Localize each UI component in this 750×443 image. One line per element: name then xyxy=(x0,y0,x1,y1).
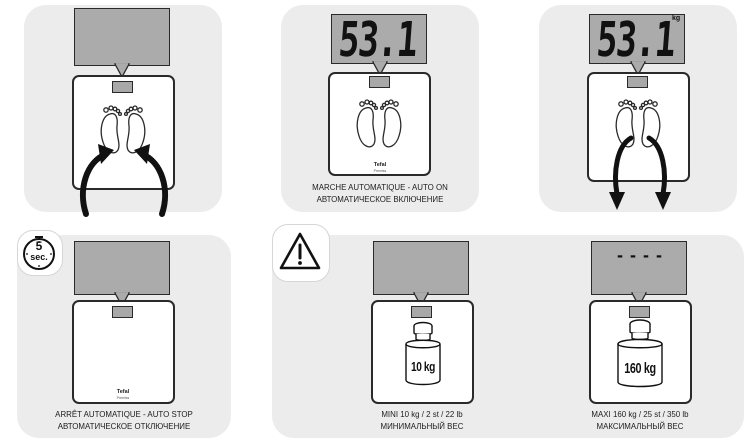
timer-value: 5 xyxy=(31,240,47,252)
caption-line-2: АВТОМАТИЧЕСКОЕ ОТКЛЮЧЕНИЕ xyxy=(26,420,223,432)
step-on-arrows-icon xyxy=(76,142,172,214)
scale-window xyxy=(112,306,133,318)
caption-line-1: MAXI 160 kg / 25 st / 350 lb xyxy=(548,408,732,420)
scale-window xyxy=(629,306,650,318)
timer-unit: sec. xyxy=(27,252,51,262)
scale-window xyxy=(411,306,432,318)
caption-auto-on: MARCHE AUTOMATIQUE - AUTO ON АВТОМАТИЧЕС… xyxy=(289,181,471,205)
calibration-weight-icon xyxy=(400,320,446,388)
caption-line-1: MARCHE AUTOMATIQUE - AUTO ON xyxy=(289,181,471,193)
step-off-arrows-icon xyxy=(605,132,675,212)
caption-auto-stop: ARRÊT AUTOMATIQUE - AUTO STOP АВТОМАТИЧЕ… xyxy=(26,408,223,432)
caption-line-1: ARRÊT AUTOMATIQUE - AUTO STOP xyxy=(26,408,223,420)
caption-line-2: АВТОМАТИЧЕСКОЕ ВКЛЮЧЕНИЕ xyxy=(289,193,471,205)
scale-display xyxy=(373,241,469,295)
display-reading: 53.1 xyxy=(337,12,419,68)
caption-line-2: МАКСИМАЛЬНЫЙ ВЕС xyxy=(548,420,732,432)
caption-line-2: МИНИМАЛЬНЫЙ ВЕС xyxy=(330,420,514,432)
caption-max: MAXI 160 kg / 25 st / 350 lb МАКСИМАЛЬНЫ… xyxy=(548,408,732,432)
weight-label: 10 kg xyxy=(408,359,438,374)
warning-triangle-icon xyxy=(279,232,321,270)
display-reading: - - - - xyxy=(598,246,682,264)
caption-line-1: MINI 10 kg / 2 st / 22 lb xyxy=(330,408,514,420)
scale-window xyxy=(627,76,648,88)
scale-window xyxy=(112,81,133,93)
caption-min: MINI 10 kg / 2 st / 22 lb МИНИМАЛЬНЫЙ ВЕ… xyxy=(330,408,514,432)
scale-window xyxy=(369,76,390,88)
display-unit: kg xyxy=(672,15,680,22)
footprints-icon xyxy=(348,94,410,154)
calibration-weight-icon xyxy=(614,318,666,390)
scale-display xyxy=(74,8,170,66)
scale-display xyxy=(74,241,170,295)
weight-label: 160 kg xyxy=(623,360,658,377)
display-reading: 53.1 xyxy=(595,12,677,68)
